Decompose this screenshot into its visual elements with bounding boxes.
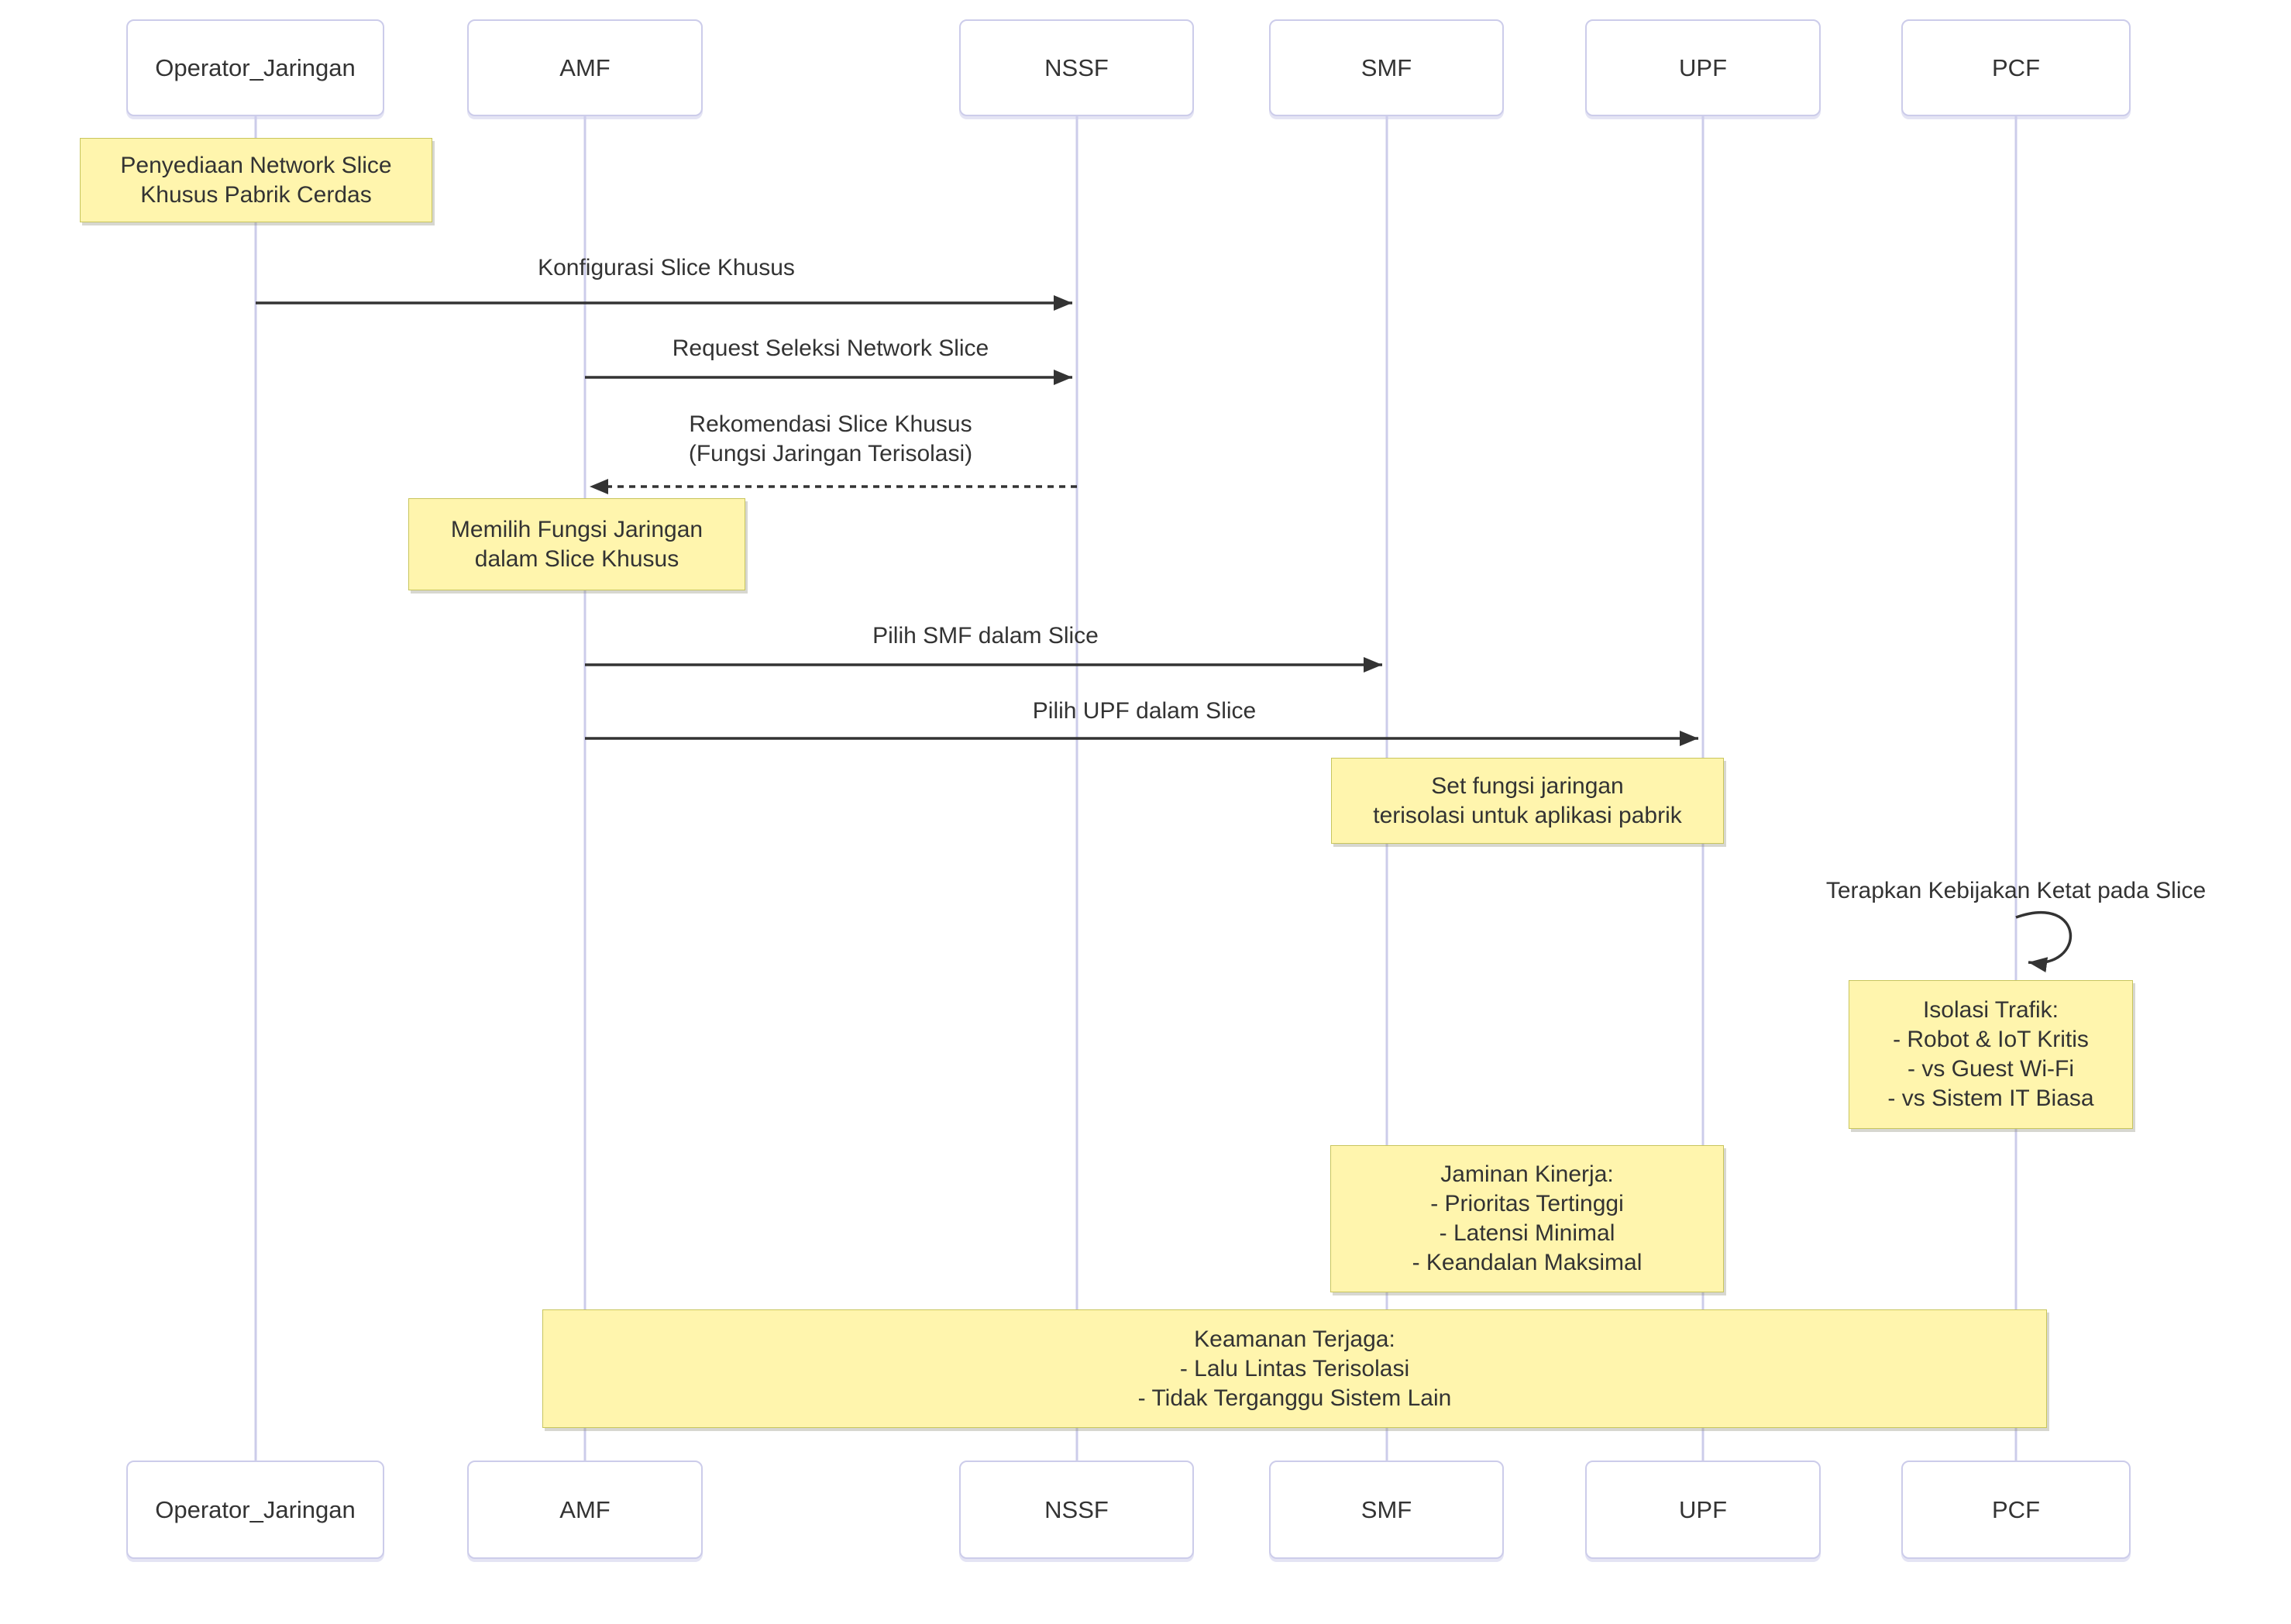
participant-label: AMF (559, 53, 611, 81)
note-line: - Prioritas Tertinggi (1430, 1191, 1624, 1216)
message-label-pilih-smf: Pilih SMF dalam Slice (872, 623, 1099, 649)
note-line: - Tidak Terganggu Sistem Lain (1137, 1385, 1452, 1411)
participant-label: UPF (1679, 53, 1727, 81)
note-set-fungsi-jaringan: Set fungsi jaringan terisolasi untuk apl… (1331, 758, 1724, 844)
participant-bottom-pcf: PCF (1901, 1461, 2131, 1559)
note-line: dalam Slice Khusus (474, 545, 679, 572)
note-line: Isolasi Trafik: (1922, 997, 2059, 1023)
note-line: Jaminan Kinerja: (1440, 1161, 1614, 1187)
message-label-rekomendasi-line1: Rekomendasi Slice Khusus (689, 411, 972, 437)
note-isolasi-trafik: Isolasi Trafik: - Robot & IoT Kritis - v… (1849, 980, 2133, 1129)
note-line: - vs Guest Wi-Fi (1907, 1056, 2074, 1082)
note-line: Set fungsi jaringan (1431, 772, 1624, 799)
participant-top-upf: UPF (1585, 19, 1821, 116)
participant-label: AMF (559, 1495, 611, 1523)
note-line: terisolasi untuk aplikasi pabrik (1373, 802, 1682, 828)
message-label-pilih-upf: Pilih UPF dalam Slice (1032, 698, 1257, 724)
note-line: - Keandalan Maksimal (1412, 1250, 1643, 1275)
message-label-terapkan-kebijakan: Terapkan Kebijakan Ketat pada Slice (1825, 878, 2207, 903)
participant-bottom-nssf: NSSF (959, 1461, 1194, 1559)
note-line: - vs Sistem IT Biasa (1887, 1086, 2094, 1111)
note-memilih-fungsi-jaringan: Memilih Fungsi Jaringan dalam Slice Khus… (408, 498, 745, 590)
message-label-request-seleksi: Request Seleksi Network Slice (672, 335, 989, 361)
message-arrow-self-loop-pcf (2015, 911, 2073, 973)
note-line: Penyediaan Network Slice (120, 152, 392, 178)
participant-label: PCF (1992, 1495, 2040, 1523)
note-line: Keamanan Terjaga: (1194, 1326, 1395, 1352)
note-line: - Robot & IoT Kritis (1893, 1027, 2089, 1052)
participant-top-operator-jaringan: Operator_Jaringan (126, 19, 384, 116)
participant-label: UPF (1679, 1495, 1727, 1523)
participant-bottom-amf: AMF (467, 1461, 703, 1559)
note-line: - Latensi Minimal (1439, 1220, 1615, 1246)
note-jaminan-kinerja: Jaminan Kinerja: - Prioritas Tertinggi -… (1330, 1145, 1724, 1292)
participant-label: SMF (1360, 1495, 1412, 1523)
participant-top-smf: SMF (1269, 19, 1504, 116)
participant-label: Operator_Jaringan (155, 1495, 356, 1523)
participant-label: NSSF (1044, 1495, 1109, 1523)
message-label-rekomendasi-line2: (Fungsi Jaringan Terisolasi) (688, 441, 973, 466)
message-label-konfigurasi-slice: Konfigurasi Slice Khusus (538, 255, 795, 280)
participant-label: PCF (1992, 53, 2040, 81)
note-line: Memilih Fungsi Jaringan (450, 516, 703, 542)
participant-bottom-smf: SMF (1269, 1461, 1504, 1559)
participant-label: SMF (1360, 53, 1412, 81)
participant-label: Operator_Jaringan (155, 53, 356, 81)
participant-top-nssf: NSSF (959, 19, 1194, 116)
participant-bottom-upf: UPF (1585, 1461, 1821, 1559)
participant-label: NSSF (1044, 53, 1109, 81)
note-keamanan-terjaga: Keamanan Terjaga: - Lalu Lintas Terisola… (542, 1309, 2047, 1428)
participant-bottom-operator-jaringan: Operator_Jaringan (126, 1461, 384, 1559)
note-line: Khusus Pabrik Cerdas (140, 181, 372, 208)
participant-top-amf: AMF (467, 19, 703, 116)
participant-top-pcf: PCF (1901, 19, 2131, 116)
note-line: - Lalu Lintas Terisolasi (1179, 1355, 1410, 1381)
note-penyediaan-network-slice: Penyediaan Network Slice Khusus Pabrik C… (80, 138, 432, 222)
